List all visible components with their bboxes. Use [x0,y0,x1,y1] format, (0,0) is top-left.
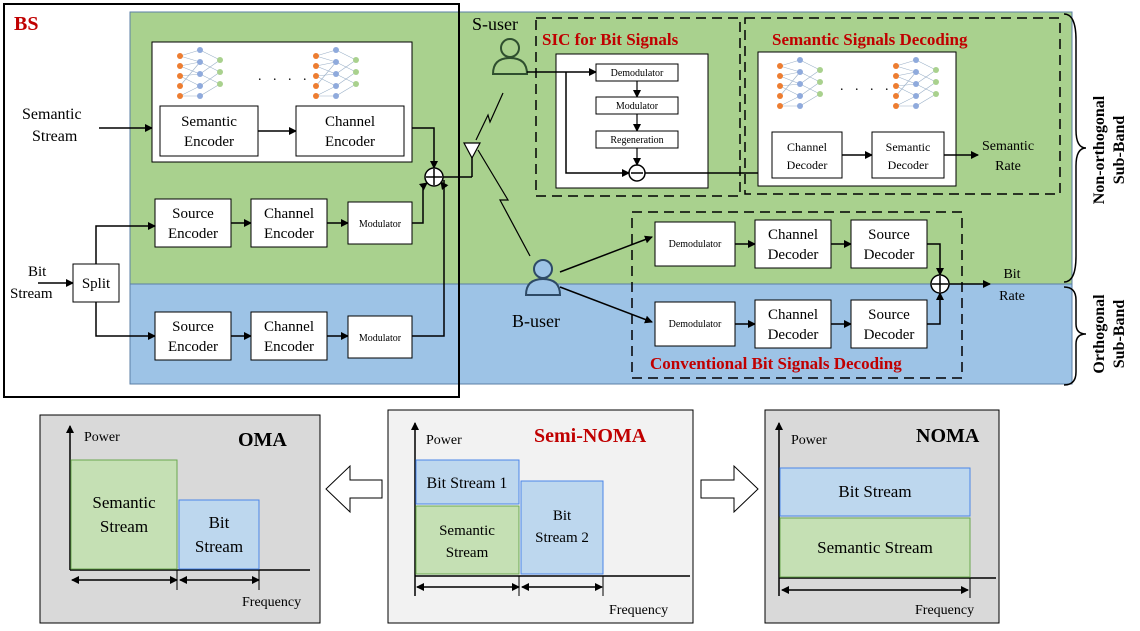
sic-title: SIC for Bit Signals [542,30,679,49]
non-orthogonal-brace [1063,13,1087,283]
noma-power-label: Power [791,433,827,448]
oma-semantic-block [70,459,178,570]
decoder-nn-dots: . . . . [840,79,893,94]
noma-panel: NOMA Power Bit Stream Semantic Stream Fr… [764,409,1000,624]
upper-mod-to-adder [412,185,424,224]
oma-title: OMA [238,429,287,451]
s-user-label: S-user [472,14,518,34]
modulator-upper-box [347,201,413,245]
semi-noma-power-label: Power [426,433,462,448]
noma-semantic-label: Semantic Stream [817,538,933,557]
semi-noma-bit-stream-1-block [415,459,520,505]
bit-decoding-region [631,211,963,379]
semantic-decoder-box [871,131,945,179]
lower-mod-to-antenna [412,180,445,337]
modulator-lower-box [347,315,413,359]
bit-demodulator-upper-box [654,221,736,267]
noma-frequency-label: Frequency [915,603,974,618]
split-lower-arrow [95,302,156,340]
bit-source-decoder-upper-box [850,219,928,269]
bs-border [3,3,460,398]
noma-bit-block [779,467,971,517]
bit-demodulator-lower-box [654,301,736,347]
semantic-decoding-region [744,17,1061,195]
right-hollow-arrow [700,464,759,514]
semi-noma-bit-stream-1-label: Bit Stream 1 [427,475,508,492]
sic-regeneration-label: Regeneration [610,135,663,146]
oma-bit-block [178,499,260,570]
oma-power-label: Power [84,430,120,445]
wireless-link-s-user [475,92,504,141]
sic-region [535,17,741,197]
sic-bypass-arrow [565,72,630,177]
orthogonal-brace [1063,286,1087,386]
modulator-lower-label: Modulator [359,333,402,344]
semi-noma-bit-stream-2-block [520,480,604,575]
sic-demodulator-label: Demodulator [611,68,664,79]
channel-encoder-upper-box [250,198,328,248]
semantic-encoder-box [159,105,259,157]
split-upper-arrow [95,222,156,264]
split-label: Split [82,276,111,292]
noma-semantic-block [779,517,971,578]
semantic-to-adder [412,127,438,169]
b-user-to-upper [559,235,653,273]
left-hollow-arrow [325,464,383,514]
oma-frequency-label: Frequency [242,595,301,610]
semi-noma-title: Semi-NOMA [534,425,647,447]
bit-decoding-title: Conventional Bit Signals Decoding [650,354,902,373]
antenna-icon [463,142,481,177]
semi-noma-frequency-label: Frequency [609,603,668,618]
bs-title: BS [14,13,38,35]
bit-demodulator-upper-label: Demodulator [669,239,722,250]
sic-modulator-label: Modulator [616,101,659,112]
noma-title: NOMA [916,425,980,447]
b-user-label: B-user [512,311,560,331]
bit-demodulator-lower-label: Demodulator [669,319,722,330]
channel-encoder-semantic-box [295,105,405,157]
semi-noma-semantic-block [415,505,520,575]
noma-bit-label: Bit Stream [838,482,911,501]
bit-source-decoder-lower-box [850,299,928,349]
wireless-link-b-user [477,149,531,257]
source-encoder-lower-box [154,311,232,361]
b-user-to-lower [559,286,653,324]
split-box [72,263,120,303]
semantic-channel-decoder-box [771,131,843,179]
encoder-nn-dots: . . . . [258,69,311,84]
modulator-upper-label: Modulator [359,219,402,230]
semantic-decoding-title: Semantic Signals Decoding [772,30,968,49]
bit-channel-decoder-lower-box [754,299,832,349]
